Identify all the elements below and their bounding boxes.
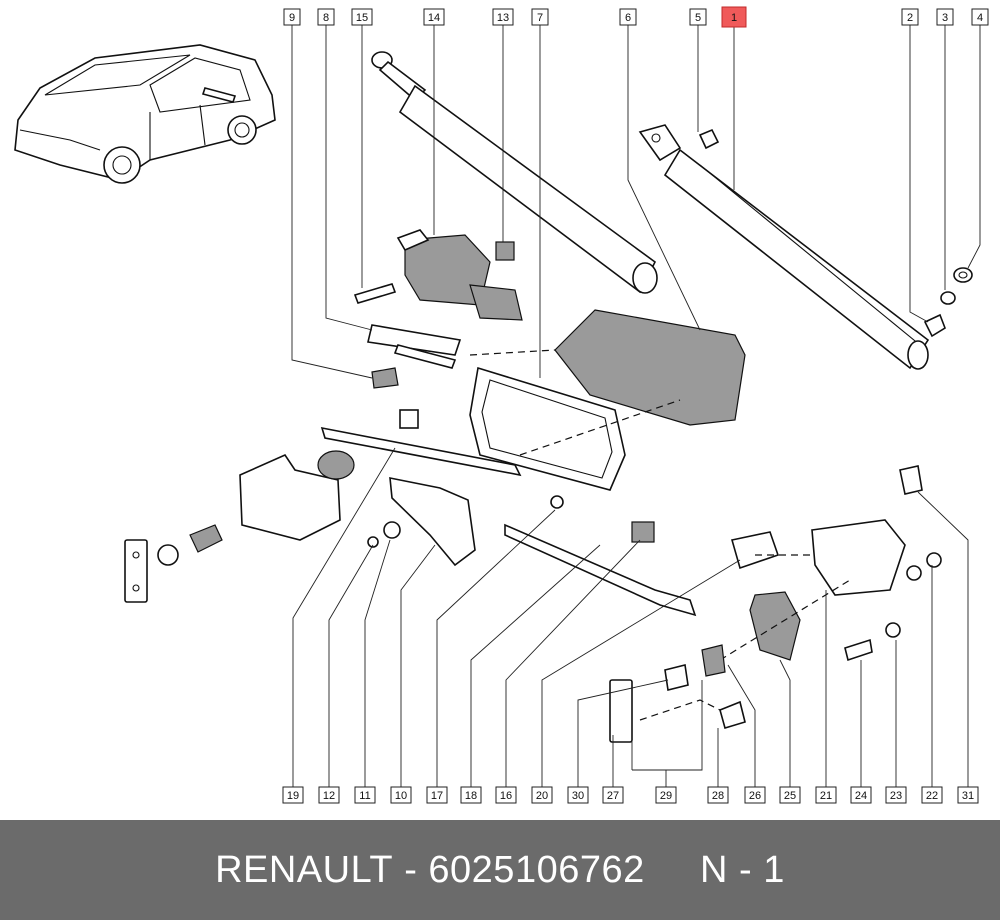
footer-banner: RENAULT - 6025106762 N - 1	[0, 820, 1000, 920]
footer-part-number: 6025106762	[428, 848, 645, 891]
callout-15: 15	[351, 8, 373, 26]
svg-text:16: 16	[500, 790, 512, 802]
lower-linkage	[124, 426, 697, 617]
callout-24: 24	[850, 786, 872, 804]
svg-text:24: 24	[855, 790, 867, 802]
svg-text:21: 21	[820, 790, 832, 802]
svg-text:30: 30	[572, 790, 584, 802]
callout-11: 11	[354, 786, 376, 804]
svg-text:14: 14	[428, 12, 440, 24]
callout-13: 13	[492, 8, 514, 26]
svg-text:15: 15	[356, 12, 368, 24]
leader-lines	[291, 24, 981, 788]
svg-text:31: 31	[962, 790, 974, 802]
svg-text:23: 23	[890, 790, 902, 802]
callout-3: 3	[936, 8, 954, 26]
svg-text:7: 7	[537, 12, 543, 24]
callout-14: 14	[423, 8, 445, 26]
callout-19: 19	[282, 786, 304, 804]
svg-text:17: 17	[431, 790, 443, 802]
tailgate-strut-left	[371, 51, 658, 294]
callout-22: 22	[921, 786, 943, 804]
callout-18: 18	[460, 786, 482, 804]
callout-9: 9	[283, 8, 301, 26]
callout-12: 12	[318, 786, 340, 804]
svg-text:10: 10	[395, 790, 407, 802]
svg-text:12: 12	[323, 790, 335, 802]
callout-10: 10	[390, 786, 412, 804]
callout-28: 28	[707, 786, 729, 804]
svg-text:9: 9	[289, 12, 295, 24]
tailgate-lock-body	[469, 309, 746, 491]
callout-25: 25	[779, 786, 801, 804]
svg-text:28: 28	[712, 790, 724, 802]
callout-20: 20	[531, 786, 553, 804]
svg-text:2: 2	[907, 12, 913, 24]
svg-text:13: 13	[497, 12, 509, 24]
svg-text:18: 18	[465, 790, 477, 802]
footer-separator: -	[404, 848, 418, 891]
svg-text:11: 11	[359, 790, 370, 802]
tailgate-handle-group	[609, 465, 942, 743]
callout-31: 31	[957, 786, 979, 804]
svg-text:8: 8	[323, 12, 329, 24]
svg-text:26: 26	[749, 790, 761, 802]
parts-diagram: 9 8 15 14 13 7 6 5 1 2 3 4 19 12 11 10 1…	[14, 6, 989, 804]
callout-29: 29	[655, 786, 677, 804]
callout-4: 4	[971, 8, 989, 26]
svg-text:5: 5	[695, 12, 701, 24]
callouts-top: 9 8 15 14 13 7 6 5 1 2 3 4	[283, 6, 989, 28]
callout-7: 7	[531, 8, 549, 26]
svg-text:29: 29	[660, 790, 672, 802]
callout-17: 17	[426, 786, 448, 804]
footer-page-label: N - 1	[700, 848, 785, 891]
callout-26: 26	[744, 786, 766, 804]
svg-text:3: 3	[942, 12, 948, 24]
svg-text:4: 4	[977, 12, 983, 24]
svg-text:27: 27	[607, 790, 619, 802]
footer-brand: RENAULT	[215, 848, 394, 891]
callout-21: 21	[815, 786, 837, 804]
strut-fasteners	[923, 267, 973, 338]
callout-23: 23	[885, 786, 907, 804]
svg-text:6: 6	[625, 12, 631, 24]
svg-text:20: 20	[536, 790, 548, 802]
svg-text:22: 22	[926, 790, 938, 802]
callout-2: 2	[901, 8, 919, 26]
vehicle-illustration	[14, 44, 276, 184]
callout-27: 27	[602, 786, 624, 804]
callout-6: 6	[619, 8, 637, 26]
lock-actuator-assembly	[353, 229, 523, 429]
callouts-bottom: 19 12 11 10 17 18 16 20 30 27 29 28 26 2…	[282, 786, 979, 804]
callout-30: 30	[567, 786, 589, 804]
svg-text:1: 1	[731, 12, 737, 24]
callout-16: 16	[495, 786, 517, 804]
callout-1-highlighted: 1	[721, 6, 747, 28]
svg-text:25: 25	[784, 790, 796, 802]
callout-5: 5	[689, 8, 707, 26]
svg-text:19: 19	[287, 790, 299, 802]
tailgate-strut-right	[638, 124, 930, 370]
callout-8: 8	[317, 8, 335, 26]
